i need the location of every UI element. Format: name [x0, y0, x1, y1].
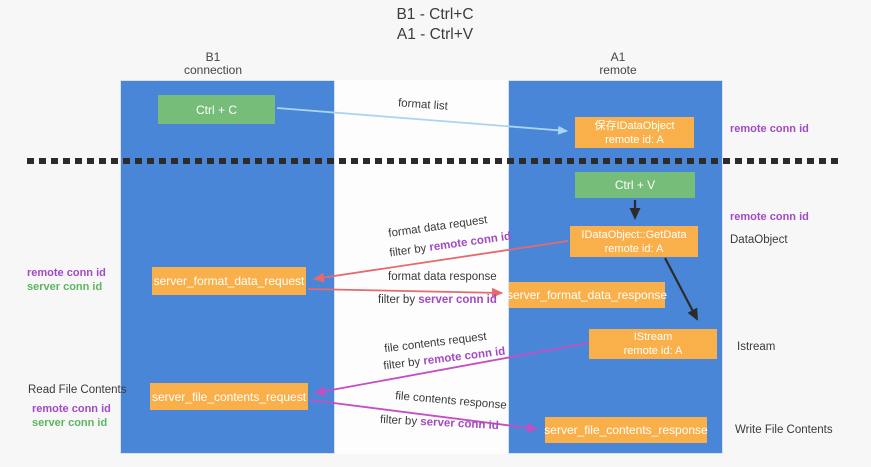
label-write-file-contents: Write File Contents [735, 424, 833, 436]
node-save-dataobject: 保存IDataObject remote id: A [575, 117, 694, 148]
node-getdata-line1: IDataObject::GetData [581, 228, 687, 241]
dashed-divider [27, 158, 839, 164]
label-right-remote-conn-id-mid: remote conn id [730, 211, 809, 223]
label-left-server-conn-id-2: server conn id [32, 417, 108, 429]
node-save-dataobject-line1: 保存IDataObject [594, 119, 675, 132]
node-ctrl-c-label: Ctrl + C [195, 102, 237, 117]
label-left-server-conn-id-1: server conn id [27, 281, 103, 293]
left-lane-name: B1 [205, 50, 221, 64]
label-read-file-contents: Read File Contents [28, 384, 127, 396]
node-istream-line1: IStream [633, 331, 673, 343]
left-lane-role: connection [183, 63, 243, 77]
right-lane-name: A1 [610, 50, 626, 64]
node-server-format-data-request-label: server_format_data_request [153, 274, 305, 288]
label-istream-side: Istream [737, 341, 776, 353]
title-line-1: B1 - Ctrl+C [396, 6, 474, 23]
diagram-title: B1 - Ctrl+C A1 - Ctrl+V [300, 5, 570, 45]
node-ctrl-v-label: Ctrl + V [614, 178, 656, 192]
title-line-2: A1 - Ctrl+V [396, 26, 474, 43]
label-right-remote-conn-id-top: remote conn id [730, 123, 809, 135]
node-istream-line2: remote id: A [623, 345, 683, 357]
node-save-dataobject-line2: remote id: A [605, 133, 664, 146]
node-server-file-contents-response: server_file_contents_response [544, 417, 708, 443]
right-lane-role: remote [599, 63, 637, 77]
node-getdata-line2: remote id: A [604, 242, 664, 255]
node-server-format-data-request: server_format_data_request [152, 267, 306, 295]
node-server-file-contents-response-label: server_file_contents_response [544, 423, 708, 437]
filter-by-text: filter by [378, 294, 419, 306]
label-format-data-response-filter: filter by server conn id [378, 294, 497, 306]
node-ctrl-c: Ctrl + C [158, 95, 275, 124]
label-dataobject: DataObject [730, 234, 788, 246]
node-server-format-data-response-label: server_format_data_response [506, 288, 668, 302]
node-ctrl-v: Ctrl + V [575, 172, 695, 198]
label-left-remote-conn-id-2: remote conn id [32, 403, 111, 415]
node-idataobject-getdata: IDataObject::GetData remote id: A [570, 226, 698, 257]
node-istream: IStream remote id: A [589, 329, 717, 359]
left-lane-header: B1 connection [153, 51, 273, 77]
right-lane-header: A1 remote [558, 51, 678, 77]
label-format-data-response: format data response [388, 271, 497, 283]
node-server-format-data-response: server_format_data_response [506, 282, 668, 308]
filter-by-text: filter by [379, 413, 421, 428]
node-server-file-contents-request-label: server_file_contents_request [151, 389, 307, 404]
server-conn-id-text: server conn id [418, 294, 497, 306]
node-server-file-contents-request: server_file_contents_request [150, 383, 308, 410]
label-left-remote-conn-id-1: remote conn id [27, 267, 106, 279]
